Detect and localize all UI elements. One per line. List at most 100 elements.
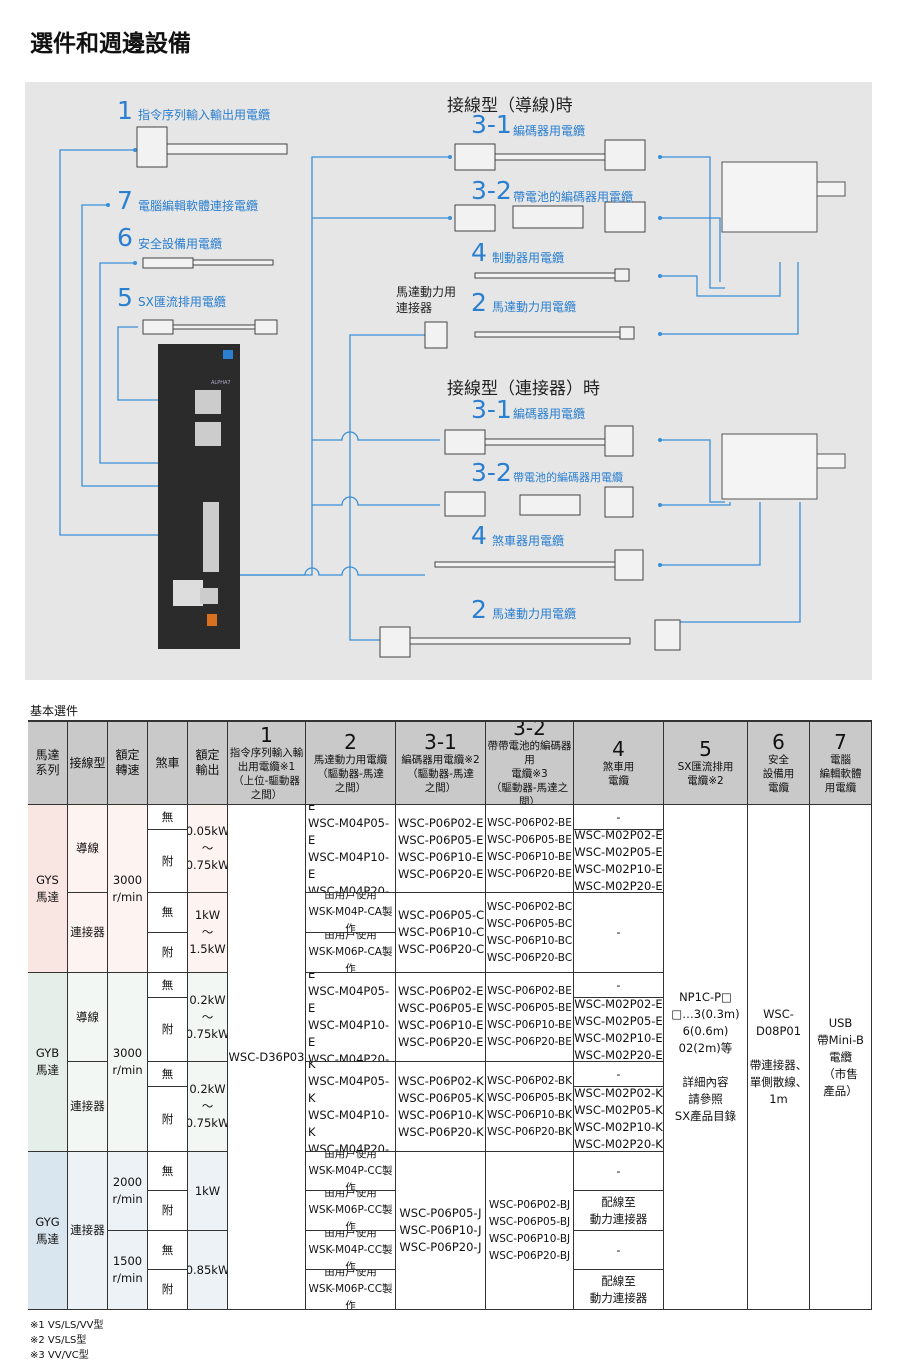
system-diagram: 1 指令序列輸入輸出用電纜 7 電腦編輯軟體連接電纜 6 安全設備用電纜 5 S… — [25, 82, 872, 680]
model-cell: WSC-P06P02-E WSC-P06P05-E WSC-P06P10-E W… — [396, 973, 486, 1062]
brake-cell: 無 — [148, 973, 188, 998]
connection-type-cell: 導線 — [68, 805, 108, 893]
brake-cell: 附 — [148, 1087, 188, 1152]
model-cell: - — [574, 1231, 664, 1270]
model-cell: WSC-P06P05-C WSC-P06P10-C WSC-P06P20-C — [396, 893, 486, 973]
model-cell: WSC-P06P02-BE WSC-P06P05-BE WSC-P06P10-B… — [486, 805, 574, 893]
series-cell: GYS 馬達 — [28, 805, 68, 973]
column-number: 2 — [344, 730, 357, 754]
column-label: SX匯流排用 電纜※2 — [677, 761, 734, 787]
servo-motors — [721, 161, 846, 500]
series-cell: GYG 馬達 — [28, 1152, 68, 1310]
item-label-6: 安全設備用電纜 — [138, 237, 223, 251]
brake-cell: 無 — [148, 1062, 188, 1087]
column-number: 6 — [772, 730, 785, 754]
lead-item-label: 帶電池的編碼器用電纜 — [513, 190, 634, 204]
model-cell: 由用户使用 WSK-M06P-CC製作 — [306, 1191, 396, 1231]
brake-cell: 無 — [148, 893, 188, 933]
connection-type-cell: 連接器 — [68, 1152, 108, 1310]
column-header: 接線型 — [68, 722, 108, 805]
rated-output-cell: 1kW ～ 1.5kW — [188, 893, 228, 973]
rated-speed-cell: 3000 r/min — [108, 973, 148, 1152]
connector-item-label: 編碼器用電纜 — [513, 407, 586, 421]
footnote: ※1 VS/LS/VV型 — [30, 1320, 104, 1331]
connector-item-number: 4 — [471, 521, 487, 550]
table-caption: 基本選件 — [30, 704, 79, 718]
column-label: 帶帶電池的編碼器用 電纜※3 （驅動器-馬達之間） — [487, 740, 572, 805]
page-title: 選件和週邊設備 — [30, 31, 191, 57]
brake-cell: 附 — [148, 1270, 188, 1310]
item-label-1: 指令序列輸入輸出用電纜 — [138, 108, 271, 122]
connection-lines — [59, 149, 801, 641]
connection-type-cell: 連接器 — [68, 893, 108, 973]
model-cell: WSC-P06P02-K WSC-P06P05-K WSC-P06P10-K W… — [396, 1062, 486, 1152]
column-number: 7 — [834, 730, 847, 754]
rated-speed-cell: 3000 r/min — [108, 805, 148, 973]
brake-cell: 無 — [148, 805, 188, 830]
connector-item-number: 3-1 — [471, 395, 512, 424]
footnote: ※3 VV/VC型 — [30, 1350, 89, 1361]
lead-item-number: 2 — [471, 288, 487, 317]
model-cell: WSC-M02P02-E WSC-M02P05-E WSC-M02P10-E W… — [574, 998, 664, 1062]
column-number: 4 — [612, 737, 625, 761]
column-number: 1 — [260, 723, 273, 747]
item-number-7: 7 — [117, 186, 133, 215]
connection-type-cell: 導線 — [68, 973, 108, 1062]
item-number-5: 5 — [117, 283, 133, 312]
model-cell: WSC-P06P02-BK WSC-P06P05-BK WSC-P06P10-B… — [486, 1062, 574, 1152]
cables — [136, 126, 681, 658]
lead-item-number: 4 — [471, 238, 487, 267]
connector-item-label: 馬達動力用電纜 — [492, 607, 577, 621]
model-cell: WSC-M04P02-K WSC-M04P05-K WSC-M04P10-K W… — [306, 1062, 396, 1152]
drive-model-label: ALPHA7 — [211, 380, 231, 386]
model-cell: WSC- D08P01 帶連接器、 單側散線、 1m — [748, 805, 810, 1310]
brake-cell: 附 — [148, 830, 188, 893]
rated-output-cell: 0.2kW ～ 0.75kW — [188, 973, 228, 1062]
lead-item-label: 編碼器用電纜 — [513, 124, 586, 138]
connection-type-cell: 連接器 — [68, 1062, 108, 1152]
rated-speed-cell: 1500 r/min — [108, 1231, 148, 1310]
model-cell: - — [574, 1152, 664, 1191]
item-label-7: 電腦編輯軟體連接電纜 — [138, 199, 259, 213]
model-cell: 配線至 動力連接器 — [574, 1270, 664, 1310]
model-cell: - — [574, 1062, 664, 1087]
model-cell: 由用户使用 WSK-M04P-CC製作 — [306, 1231, 396, 1270]
model-cell: WSC-M04P02-E WSC-M04P05-E WSC-M04P10-E W… — [306, 805, 396, 893]
lead-item-label: 制動器用電纜 — [492, 251, 565, 265]
series-cell: GYB 馬達 — [28, 973, 68, 1152]
model-cell: WSC-M02P02-E WSC-M02P05-E WSC-M02P10-E W… — [574, 830, 664, 893]
brake-cell: 附 — [148, 933, 188, 973]
column-number: 3-1 — [424, 730, 457, 754]
brake-cell: 附 — [148, 1191, 188, 1231]
column-label: 煞車用 電纜 — [602, 761, 635, 787]
rated-output-cell: 0.2kW ～ 0.75kW — [188, 1062, 228, 1152]
model-cell: - — [574, 893, 664, 973]
model-cell: WSC-P06P02-BE WSC-P06P05-BE WSC-P06P10-B… — [486, 973, 574, 1062]
model-cell: 由用户使用 WSK-M06P-CC製作 — [306, 1270, 396, 1310]
model-cell: NP1C-P□ □…3(0.3m) 6(0.6m) 02(2m)等 詳細內容 請… — [664, 805, 748, 1310]
model-cell: 配線至 動力連接器 — [574, 1191, 664, 1231]
servo-drive — [158, 344, 240, 649]
brake-cell: 無 — [148, 1152, 188, 1191]
connector-item-number: 3-2 — [471, 458, 512, 487]
item-label-5: SX匯流排用電纜 — [138, 295, 226, 309]
model-cell: - — [574, 973, 664, 998]
item-number-6: 6 — [117, 223, 133, 252]
brake-cell: 附 — [148, 998, 188, 1062]
model-cell: 由用戶使用 WSK-M04P-CA製作 — [306, 893, 396, 933]
lead-item-number: 3-1 — [471, 110, 512, 139]
column-label: 安全 設備用 電纜 — [762, 754, 795, 794]
model-cell: WSC-P06P05-J WSC-P06P10-J WSC-P06P20-J — [396, 1152, 486, 1310]
brake-cell: 無 — [148, 1231, 188, 1270]
model-cell: 由用户使用 WSK-M06P-CA製作 — [306, 933, 396, 973]
motor-power-connector-note: 馬達動力用 連接器 — [396, 285, 457, 315]
rated-output-cell: 0.85kW — [188, 1231, 228, 1310]
column-number: 5 — [699, 737, 712, 761]
column-header: 煞車 — [148, 722, 188, 805]
